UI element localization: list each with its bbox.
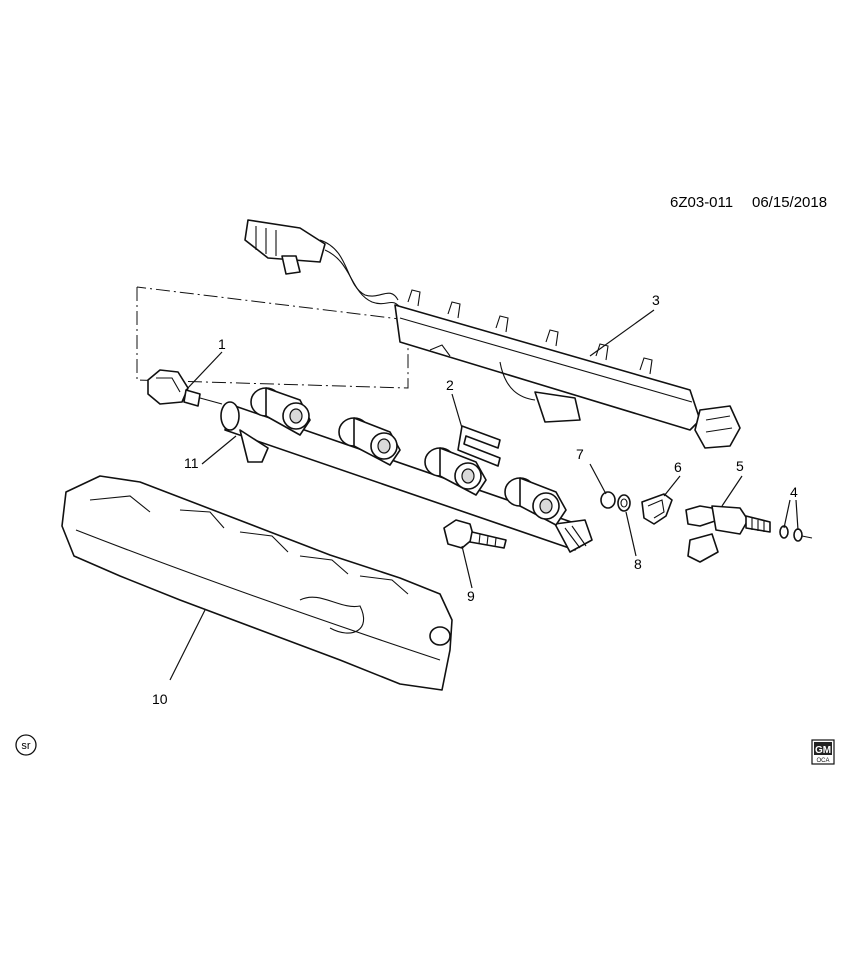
seal-parts <box>779 525 813 542</box>
callout-5: 5 <box>736 458 744 474</box>
svg-text:GM: GM <box>815 745 831 756</box>
gm-logo: GM OCA <box>811 739 835 765</box>
diagram-code: 6Z03-011 <box>670 194 733 211</box>
callout-8: 8 <box>634 556 642 572</box>
o-ring-parts <box>600 491 631 512</box>
callout-10: 10 <box>152 691 168 707</box>
svg-text:sr: sr <box>21 740 31 752</box>
fuel-rail-part <box>220 387 593 553</box>
injector-part <box>685 505 771 563</box>
callout-1: 1 <box>218 336 226 352</box>
callout-7: 7 <box>576 446 584 462</box>
phantom-outline <box>136 286 409 389</box>
callout-9: 9 <box>467 588 475 604</box>
sensor-part <box>147 369 223 407</box>
wiring-harness-part <box>244 219 741 449</box>
sr-badge: sr <box>15 734 37 756</box>
bolt-part <box>443 519 507 549</box>
retainer-part <box>641 493 673 525</box>
leader-lines <box>169 309 799 681</box>
diagram-date: 06/15/2018 <box>752 194 827 211</box>
callout-11: 11 <box>184 455 199 471</box>
clip-part <box>457 425 501 467</box>
svg-text:OCA: OCA <box>816 758 829 764</box>
callout-4: 4 <box>790 484 798 500</box>
callout-2: 2 <box>446 377 454 393</box>
cover-part <box>61 475 453 691</box>
callout-6: 6 <box>674 459 682 475</box>
callout-3: 3 <box>652 292 660 308</box>
